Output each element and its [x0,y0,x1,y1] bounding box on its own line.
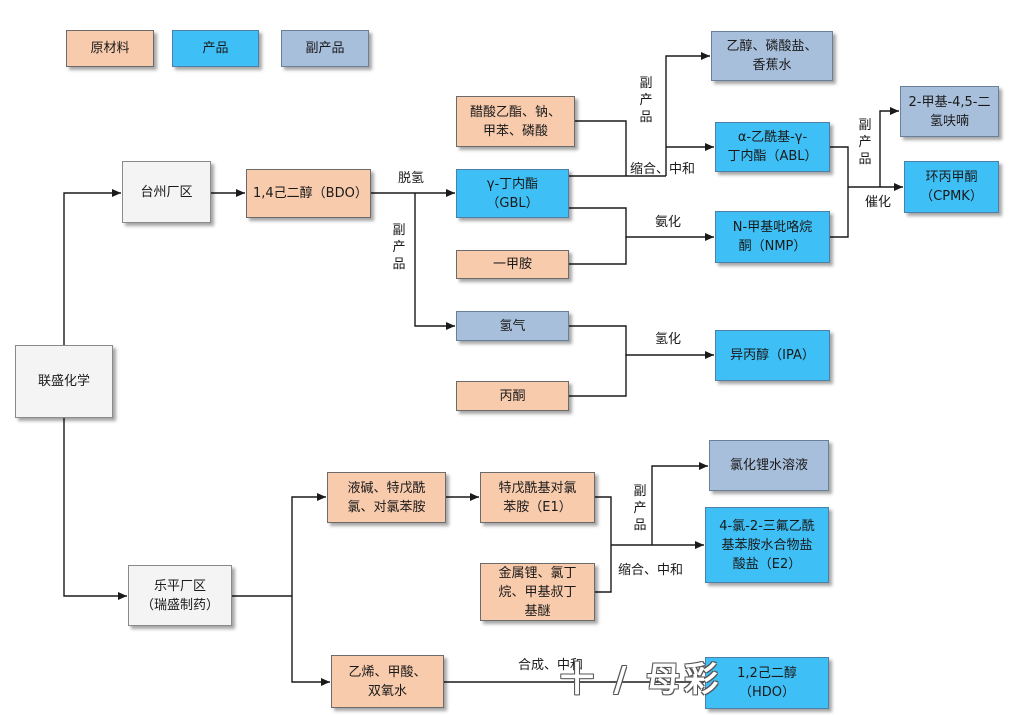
link-abl-cat [830,146,880,188]
byproduct-label-e2: 副产品 [633,484,647,533]
link-company-leping [63,418,127,600]
ipa-node: 异丙醇（IPA） [715,330,830,381]
link-acetate-merge [575,120,627,176]
acetone-node: 丙酮 [456,381,569,411]
link-cat-dihydrofuran [879,107,899,187]
leping-plant-node: 乐平厂区 （瑞盛制药） [128,565,232,626]
ethyl-acetate-node: 醋酸乙酯、钠、 甲苯、磷酸 [456,96,575,147]
e1-node: 特戊酰基对氯 苯胺（E1） [480,472,595,523]
gbl-node: γ-丁内酯 （GBL） [456,169,569,218]
hdo-node: 1,2己二醇 （HDO） [705,657,829,709]
link-split-ethylene [291,596,330,686]
company-node: 联盛化学 [15,345,113,418]
catalysis-label: 催化 [865,195,892,210]
legend-product: 产品 [172,30,259,67]
liquid-alkali-node: 液碱、特戊酰 氯、对氯苯胺 [327,472,446,523]
bdo-node: 1,4己二醇（BDO） [246,169,371,218]
link-e1-merge [595,496,612,545]
synth-label: 合成、中和 [518,658,584,673]
link-bdo-hydrogen [414,193,455,330]
link-merge-ethanol [665,52,710,176]
condense-label-1: 缩合、中和 [630,162,696,177]
byproduct-label-bdo: 副产品 [392,223,406,272]
lithium-node: 金属锂、氯丁 烷、甲基叔丁 基醚 [480,563,595,621]
hydrogen-node: 氢气 [456,311,569,341]
condense-label-2: 缩合、中和 [618,563,684,578]
cpmk-node: 环丙甲酮 （CPMK） [904,161,999,213]
ethanol-node: 乙醇、磷酸盐、 香蕉水 [711,31,833,81]
link-merge-licl [651,462,708,545]
byproduct-label-cat: 副产品 [858,118,872,167]
link-acetone-ipa [569,355,627,397]
link-methylamine-nmp [569,237,627,265]
legend-byproduct: 副产品 [281,30,369,67]
taizhou-plant-node: 台州厂区 [122,161,211,223]
legend-raw: 原材料 [66,30,154,67]
dihydrofuran-node: 2-甲基-4,5-二 氢呋喃 [900,86,999,137]
abl-node: α-乙酰基-γ- 丁内酯（ABL） [715,122,830,172]
link-company-taizhou [63,189,121,345]
methylamine-node: 一甲胺 [456,250,569,279]
byproduct-label-gbl: 副产品 [639,76,653,125]
watermark: 十 / 母彩 [560,660,723,700]
hydro-label-nmp: 氨化 [655,215,682,230]
link-nmp-cat [830,187,849,238]
link-lithium-merge [595,545,612,593]
e2-node: 4-氯-2-三氟乙酰 基苯胺水合物盐 酸盐（E2） [705,507,829,583]
hydro-label-ipa: 氢化 [655,332,682,347]
link-hydrogen-ipa [569,325,714,359]
dehydro-label: 脱氢 [398,171,425,186]
licl-node: 氯化锂水溶液 [709,440,829,491]
ethylene-node: 乙烯、甲酸、 双氧水 [331,655,444,708]
link-gbl-nmp [569,207,714,241]
nmp-node: N-甲基吡咯烷 酮（NMP） [715,211,830,263]
link-split-liquid [291,493,326,596]
